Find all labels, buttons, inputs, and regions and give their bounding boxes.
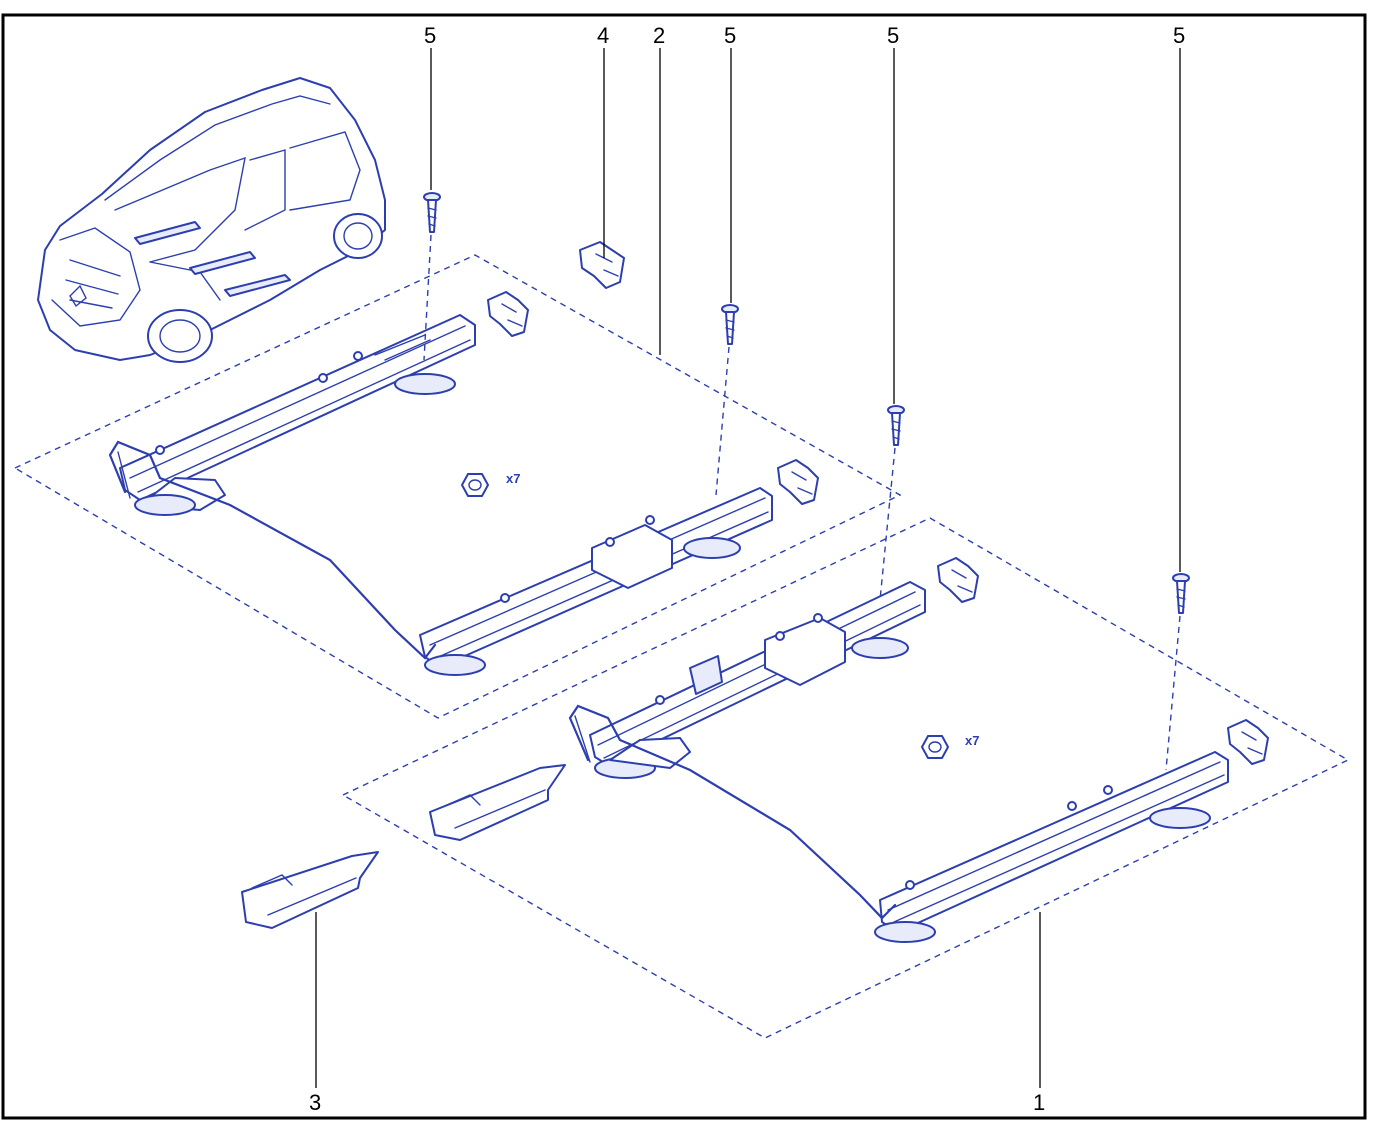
lower-assembly-outline: [341, 517, 1350, 1039]
diagram-frame: [1, 13, 1367, 1120]
nut-icon: [461, 473, 489, 497]
clip-icon: [777, 459, 819, 505]
callout-4: 4: [597, 23, 609, 48]
screw-icon: [1172, 573, 1190, 614]
screw-icon: [721, 304, 739, 345]
nut-quantity-lower: x7: [965, 733, 979, 748]
lower-seat-rail-assembly: [568, 581, 1229, 943]
screw-icon: [423, 192, 441, 233]
callout-5: 5: [424, 23, 436, 48]
callout-5: 5: [1173, 23, 1185, 48]
upper-assembly-outline: [13, 254, 902, 719]
clip-icon: [579, 241, 625, 289]
rail-end-cover: [429, 764, 566, 841]
clip-icon: [1227, 719, 1269, 765]
car-illustration: [37, 77, 386, 363]
clip-icon: [937, 557, 979, 603]
nut-quantity-upper: x7: [506, 471, 520, 486]
screw-icon: [887, 405, 905, 446]
clip-icon: [487, 291, 529, 337]
callout-3: 3: [309, 1090, 321, 1115]
leader-lines: [315, 48, 1181, 1088]
rail-end-cover: [241, 851, 379, 929]
callout-1: 1: [1033, 1090, 1045, 1115]
callout-2: 2: [653, 23, 665, 48]
callout-5: 5: [887, 23, 899, 48]
nut-icon: [921, 735, 949, 759]
callout-5: 5: [724, 23, 736, 48]
upper-seat-rail-assembly: [108, 314, 773, 676]
